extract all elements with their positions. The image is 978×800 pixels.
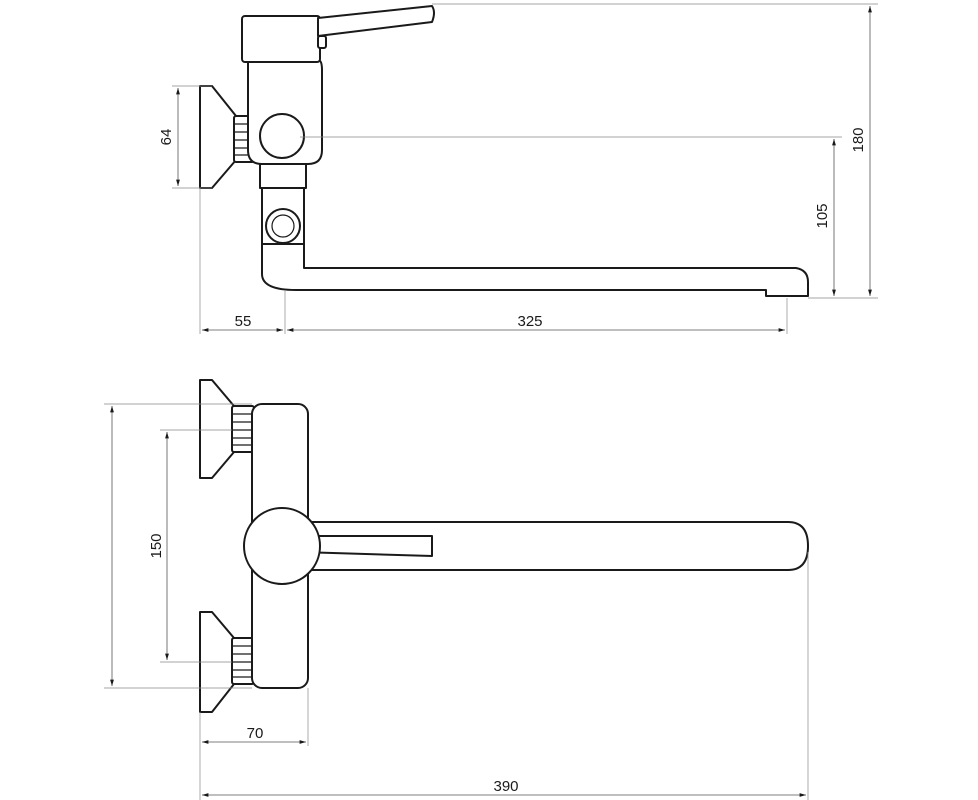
- dim-overall-length: 390: [493, 778, 518, 795]
- top-view-dimensions: 150 70 390: [104, 403, 809, 800]
- dim-inlet-spacing: 150: [148, 533, 165, 558]
- side-swivel-nut: [265, 208, 301, 244]
- dim-flange-height: 64: [158, 129, 175, 146]
- top-view: [199, 379, 809, 713]
- side-spout: [261, 243, 809, 297]
- side-lever-handle: [317, 5, 435, 37]
- side-view-dimensions: 64 180 105 55 325: [158, 3, 878, 334]
- dim-body-depth: 70: [247, 725, 264, 742]
- side-wall-flange: [199, 85, 237, 189]
- side-mixer-knob: [259, 113, 305, 159]
- dim-spout-reach: 325: [517, 313, 542, 330]
- dim-spout-height: 105: [814, 203, 831, 228]
- side-swivel-neck: [259, 163, 307, 189]
- dim-total-height: 180: [850, 127, 867, 152]
- top-mixer-knob: [243, 507, 321, 585]
- top-lower-threads: [232, 645, 254, 678]
- top-upper-threads: [232, 413, 254, 446]
- top-upper-flange: [199, 379, 235, 479]
- side-swivel-nut-inner: [271, 214, 295, 238]
- dim-wall-offset: 55: [235, 313, 252, 330]
- side-view: [199, 5, 809, 297]
- top-spout: [299, 521, 809, 571]
- side-cartridge-cap: [241, 15, 321, 63]
- side-lever-pin: [317, 35, 327, 49]
